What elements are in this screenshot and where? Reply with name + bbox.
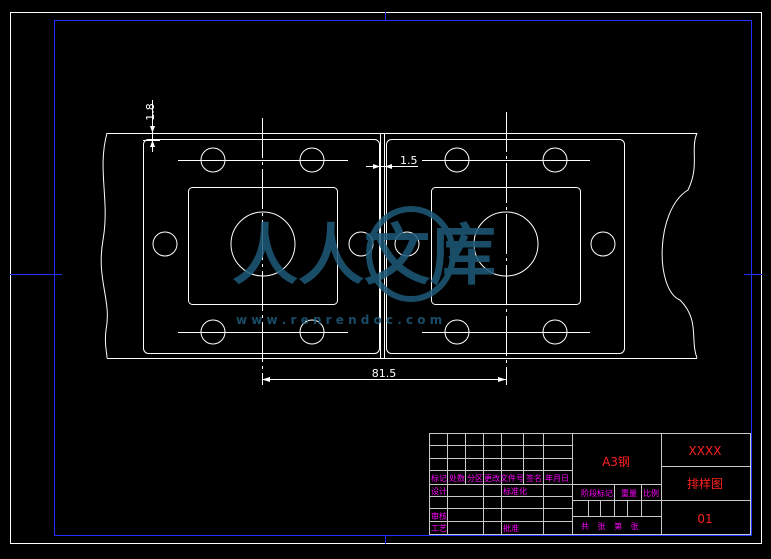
inner-frame <box>54 20 752 536</box>
scale-label: 比例 <box>643 488 659 498</box>
stage-label: 阶段标记 <box>581 488 613 498</box>
dimension-edge: 1.8 <box>143 100 160 152</box>
part-name-label: XXXX <box>689 444 722 458</box>
title-block: 标记 处数 分区 更改文件号 签名 年月日 设计 标准化 审核 工艺 批准 阶段… <box>429 433 751 535</box>
edge-dimension-label: 1.8 <box>144 103 157 121</box>
dimension-gap: 1.5 <box>366 154 418 169</box>
row-label-review: 审核 <box>431 511 447 521</box>
right-side-hole <box>590 231 616 257</box>
material-label: A3钢 <box>602 455 630 469</box>
left-part-contour <box>143 139 380 354</box>
header-label-count: 处数 <box>449 473 465 483</box>
row-label-standard: 标准化 <box>503 486 527 496</box>
watermark-text: 人人文库 <box>232 217 496 294</box>
dimension-pitch: 81.5 <box>262 367 506 382</box>
pitch-dimension-label: 81.5 <box>372 367 397 380</box>
row-label-process: 工艺 <box>431 524 447 533</box>
left-side-hole <box>152 231 178 257</box>
header-label-mark: 标记 <box>431 473 447 483</box>
header-label-sign: 签名 <box>526 473 542 483</box>
header-label-change-doc: 更改文件号 <box>484 473 524 483</box>
sheet-info: 共 张 第 张 <box>581 521 642 531</box>
right-side-hole <box>394 231 420 257</box>
watermark-logo-ring <box>366 206 456 302</box>
gap-dimension-label: 1.5 <box>400 154 418 167</box>
right-part-contour <box>386 139 625 354</box>
drawing-number-label: 01 <box>697 512 712 526</box>
row-label-design: 设计 <box>431 486 447 496</box>
drawing-type-label: 排样图 <box>687 476 723 491</box>
watermark-url: w w w . r e n r e n d o c . c o m <box>236 313 442 327</box>
header-label-date: 年月日 <box>545 473 569 483</box>
watermark: 人人文库 w w w . r e n r e n d o c . c o m <box>232 206 496 327</box>
row-label-approve: 批准 <box>503 523 519 533</box>
center-lines <box>262 112 507 385</box>
strip-outline <box>100 132 698 359</box>
header-label-zone: 分区 <box>467 474 483 483</box>
weight-label: 重量 <box>621 488 637 498</box>
